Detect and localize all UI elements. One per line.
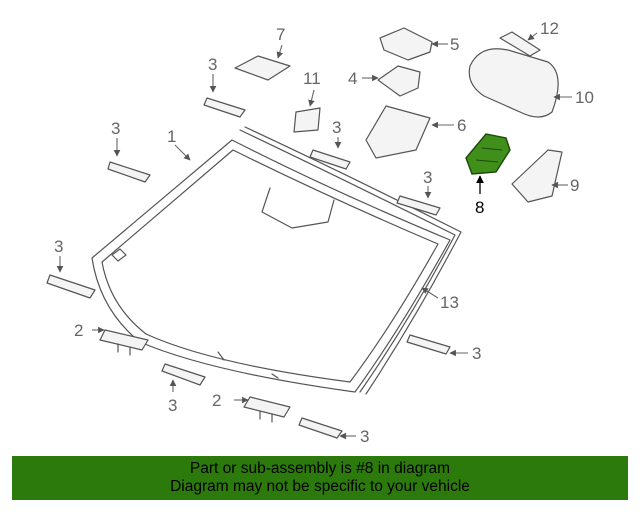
callout-3: 3 xyxy=(168,396,177,415)
callout-4: 4 xyxy=(348,69,357,88)
leader-lines xyxy=(56,32,572,440)
callout-13: 13 xyxy=(440,293,459,312)
callout-1: 1 xyxy=(167,127,176,146)
callout-3: 3 xyxy=(54,237,63,256)
highlighted-part-8 xyxy=(465,133,511,175)
callout-3: 3 xyxy=(472,344,481,363)
bracket-part xyxy=(365,105,431,159)
callout-3: 3 xyxy=(208,55,217,74)
parts-diagram: 7 3 11 3 1 3 3 3 2 3 2 3 3 13 5 4 6 12 1… xyxy=(46,19,594,446)
callout-3: 3 xyxy=(423,168,432,187)
camera-part xyxy=(377,65,421,97)
info-banner: Part or sub-assembly is #8 in diagram Di… xyxy=(12,456,628,500)
callout-7: 7 xyxy=(276,25,285,44)
callout-9: 9 xyxy=(570,176,579,195)
windshield-glass xyxy=(91,139,451,393)
callout-12: 12 xyxy=(540,19,559,38)
callout-2: 2 xyxy=(74,321,83,340)
callout-10: 10 xyxy=(575,88,594,107)
mirror-part xyxy=(468,48,559,118)
clip-parts xyxy=(99,329,291,423)
callout-2: 2 xyxy=(212,391,221,410)
molding-parts xyxy=(46,97,451,439)
callout-11: 11 xyxy=(303,69,321,88)
callout-6: 6 xyxy=(457,116,466,135)
callout-5: 5 xyxy=(450,35,459,54)
banner-line-1: Part or sub-assembly is #8 in diagram xyxy=(189,460,451,477)
callout-labels: 7 3 11 3 1 3 3 3 2 3 2 3 3 13 5 4 6 12 1… xyxy=(54,19,594,446)
weatherstrip xyxy=(239,126,462,395)
callout-3: 3 xyxy=(360,427,369,446)
callout-3: 3 xyxy=(111,119,120,138)
callout-8-highlight: 8 xyxy=(475,198,484,217)
wiring-part xyxy=(499,31,541,57)
banner-line-2: Diagram may not be specific to your vehi… xyxy=(170,478,470,495)
spacer-part xyxy=(293,107,321,133)
callout-3: 3 xyxy=(332,118,341,137)
sensor-part xyxy=(379,27,433,61)
cover-part xyxy=(511,149,563,203)
mount-cover-part xyxy=(234,55,291,81)
